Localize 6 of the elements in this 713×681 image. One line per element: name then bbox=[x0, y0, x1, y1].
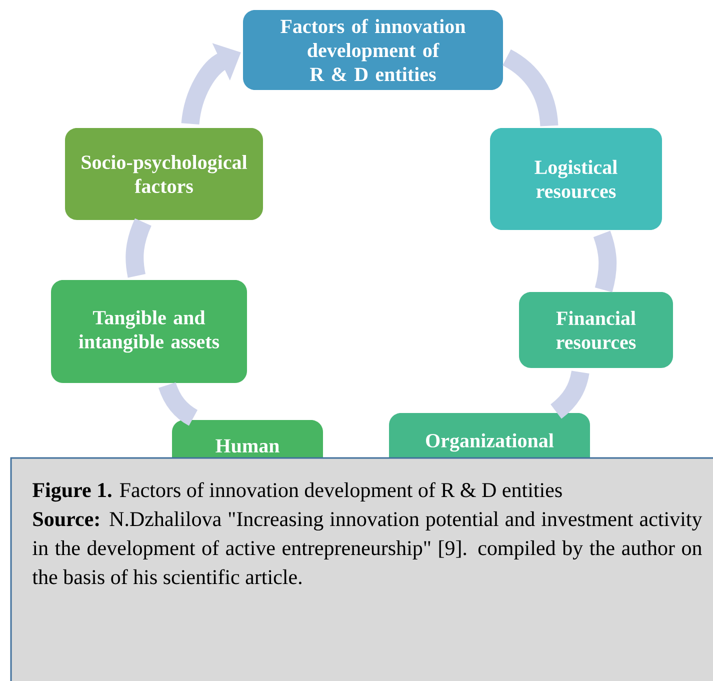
factor-box: Tangible and intangible assets bbox=[51, 280, 247, 383]
factor-box: Logistical resources bbox=[490, 128, 662, 230]
factor-box: Factors of innovation development of R & D entities bbox=[243, 10, 503, 90]
caption-box: Figure 1. Factors of innovation development of R & D entities Source: N.Dzhalilova "Increasing innovation potential and investment activity in the development of active entrepreneurship" [9]. compiled by the author on the basis of his scientific article. bbox=[10, 457, 713, 681]
factor-box: Socio-psychological factors bbox=[65, 128, 263, 220]
factor-box: Financial resources bbox=[519, 292, 673, 368]
